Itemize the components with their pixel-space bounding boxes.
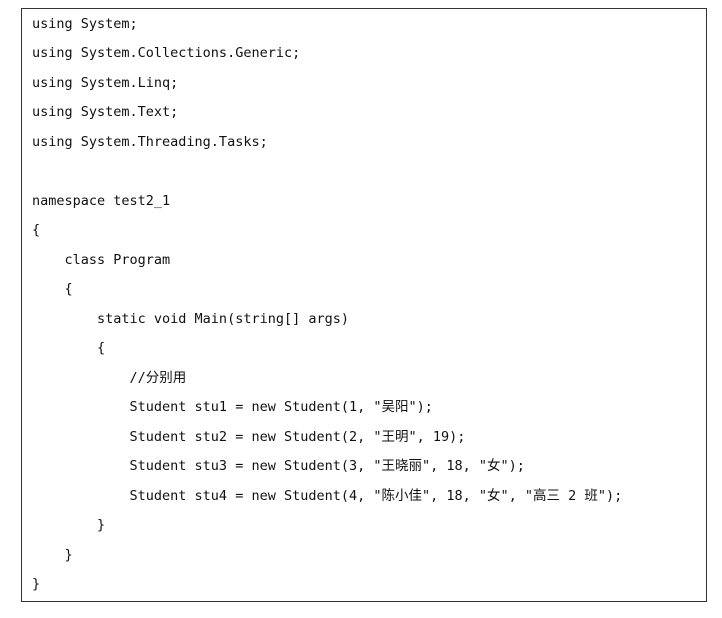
code-line: Student stu4 = new Student(4, "陈小佳", 18,…	[32, 488, 623, 504]
code-line: using System.Threading.Tasks;	[32, 134, 268, 150]
code-line: }	[32, 547, 73, 563]
code-line: class Program	[32, 252, 171, 268]
code-line: Student stu3 = new Student(3, "王晓丽", 18,…	[32, 458, 525, 474]
code-line: namespace test2_1	[32, 193, 171, 209]
code-line: using System.Collections.Generic;	[32, 45, 301, 61]
code-line: }	[32, 517, 106, 533]
code-line: {	[32, 281, 73, 297]
code-line: {	[32, 222, 41, 238]
code-line: using System.Linq;	[32, 75, 179, 91]
code-comment: //分别用	[32, 370, 187, 386]
code-line: Student stu1 = new Student(1, "吴阳");	[32, 399, 433, 415]
code-listing: using System; using System.Collections.G…	[21, 8, 707, 602]
code-line: Student stu2 = new Student(2, "王明", 19);	[32, 429, 466, 445]
code-line: static void Main(string[] args)	[32, 311, 349, 327]
code-line: using System;	[32, 16, 138, 32]
code-line: using System.Text;	[32, 104, 179, 120]
code-line: {	[32, 340, 106, 356]
code-line: }	[32, 576, 41, 592]
